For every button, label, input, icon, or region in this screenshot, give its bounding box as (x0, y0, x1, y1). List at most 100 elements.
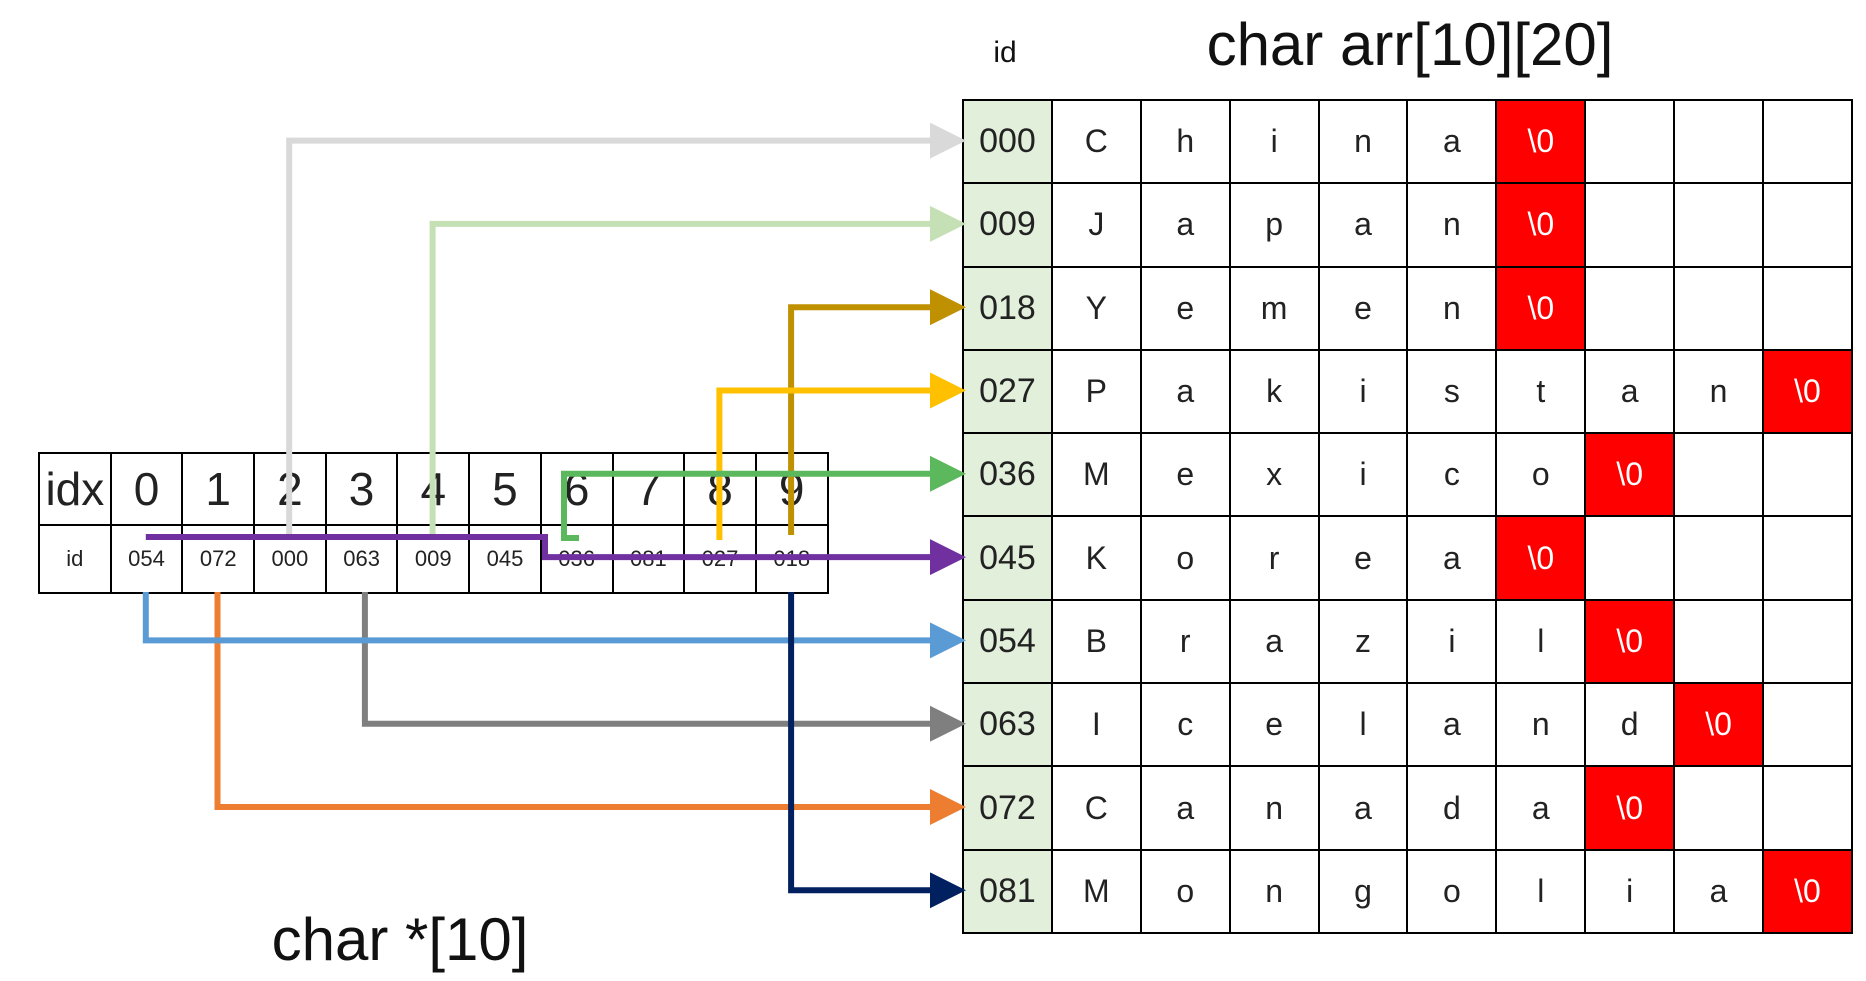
pointer-array-title: char *[10] (271, 906, 529, 973)
char-cell: C (1050, 765, 1142, 851)
char-cell (1673, 98, 1765, 185)
char-cell: B (1050, 598, 1142, 685)
char-cell: i (1584, 848, 1676, 934)
terminator-cell: \0 (1673, 682, 1765, 768)
arrow-idx7 (788, 592, 966, 909)
array-row-id: 027 (962, 348, 1053, 435)
idx-cell: 3 (324, 452, 399, 526)
id-column-header: id (993, 36, 1017, 69)
array-row-id: 072 (962, 765, 1053, 851)
char-cell: a (1317, 182, 1409, 268)
char-cell: m (1228, 265, 1320, 351)
id-cell: 027 (683, 524, 757, 594)
char-cell (1584, 98, 1676, 185)
char-cell: M (1050, 432, 1142, 518)
char-cell (1762, 98, 1853, 185)
char-cell: n (1228, 765, 1320, 851)
char-cell (1762, 265, 1853, 351)
idx-label: idx (38, 452, 112, 526)
char-cell: I (1050, 682, 1142, 768)
char-cell: d (1584, 682, 1676, 768)
id-cell: 018 (754, 524, 829, 594)
array-row-id: 054 (962, 598, 1053, 685)
id-cell: 009 (396, 524, 471, 594)
char-cell: r (1228, 515, 1320, 601)
char-cell: p (1228, 182, 1320, 268)
id-cell: 000 (253, 524, 327, 594)
char-cell: a (1584, 348, 1676, 435)
id-cell: 063 (324, 524, 399, 594)
idx-cell: 8 (683, 452, 757, 526)
char-cell: a (1495, 765, 1587, 851)
char-cell (1673, 432, 1765, 518)
char-cell: a (1673, 848, 1765, 934)
char-cell: e (1139, 265, 1231, 351)
char-cell: n (1406, 265, 1498, 351)
char-cell: r (1139, 598, 1231, 685)
idx-cell: 4 (396, 452, 471, 526)
array-row-id: 063 (962, 682, 1053, 768)
char-cell: i (1406, 598, 1498, 685)
char-cell: P (1050, 348, 1142, 435)
idx-cell: 0 (109, 452, 184, 526)
char-cell: l (1495, 848, 1587, 934)
char-cell: k (1228, 348, 1320, 435)
char-cell (1762, 432, 1853, 518)
char-cell: z (1317, 598, 1409, 685)
idx-cell: 1 (181, 452, 256, 526)
char-cell: J (1050, 182, 1142, 268)
char-cell: a (1139, 182, 1231, 268)
char-cell: n (1495, 682, 1587, 768)
char-cell: e (1139, 432, 1231, 518)
array-row-id: 018 (962, 265, 1053, 351)
char-cell: e (1228, 682, 1320, 768)
id-cell: 081 (611, 524, 686, 594)
char-cell (1584, 515, 1676, 601)
id-label: id (38, 524, 112, 594)
char-cell (1762, 515, 1853, 601)
char-cell: d (1406, 765, 1498, 851)
char-cell (1762, 182, 1853, 268)
char-cell: Y (1050, 265, 1142, 351)
terminator-cell: \0 (1584, 598, 1676, 685)
char-cell: g (1317, 848, 1409, 934)
char-cell: a (1406, 515, 1498, 601)
array-row-id: 081 (962, 848, 1053, 934)
char-cell (1673, 765, 1765, 851)
char-cell: n (1317, 98, 1409, 185)
char-cell (1762, 598, 1853, 685)
char-cell: K (1050, 515, 1142, 601)
char-cell: h (1139, 98, 1231, 185)
array-row-id: 009 (962, 182, 1053, 268)
char-cell: n (1673, 348, 1765, 435)
char-cell: e (1317, 265, 1409, 351)
char-cell: o (1139, 848, 1231, 934)
char-cell: n (1228, 848, 1320, 934)
array-row-id: 045 (962, 515, 1053, 601)
array-row-id: 036 (962, 432, 1053, 518)
char-cell: e (1317, 515, 1409, 601)
terminator-cell: \0 (1762, 348, 1853, 435)
char-cell: i (1317, 348, 1409, 435)
char-cell: a (1228, 598, 1320, 685)
char-cell: a (1139, 348, 1231, 435)
char-cell: M (1050, 848, 1142, 934)
char-cell: l (1495, 598, 1587, 685)
id-cell: 036 (539, 524, 614, 594)
id-cell: 072 (181, 524, 256, 594)
char-cell: s (1406, 348, 1498, 435)
char-cell (1762, 765, 1853, 851)
arrow-idx3 (361, 592, 966, 742)
char-cell: i (1228, 98, 1320, 185)
arrow-idx0 (142, 592, 966, 659)
idx-cell: 2 (253, 452, 327, 526)
